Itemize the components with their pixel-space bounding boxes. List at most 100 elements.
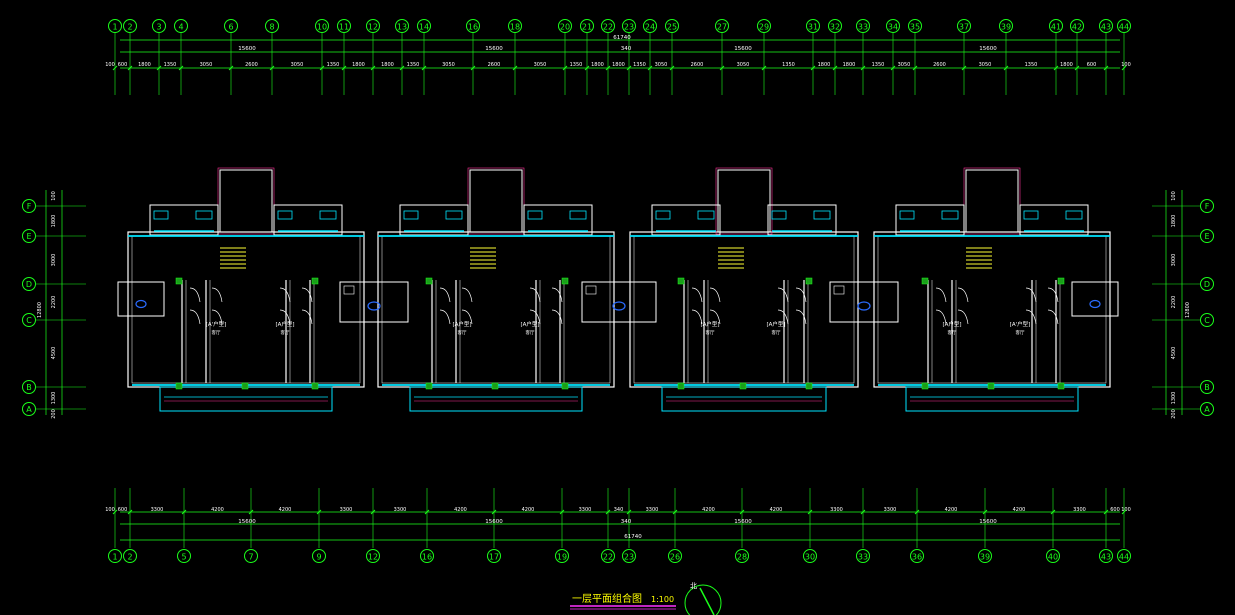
top-axis-label: 42 <box>1072 23 1082 32</box>
top-dim-text: 1350 <box>872 62 885 68</box>
top-axis-bubble <box>315 19 329 33</box>
kitchen-counter <box>1065 210 1083 220</box>
door-swing <box>957 287 969 303</box>
top-axis-bubble <box>665 19 679 33</box>
left-dim-text: 1800 <box>51 215 57 228</box>
room-sublabel: 客厅 <box>458 329 467 336</box>
door-swing <box>439 287 451 303</box>
kitchen-counter <box>941 210 959 220</box>
north-arrow-needle <box>699 587 715 615</box>
top-axis-bubble <box>886 19 900 33</box>
bottom-dim-tick <box>672 509 678 515</box>
stair-core <box>469 169 523 233</box>
top-dim-text: 3050 <box>655 62 668 68</box>
top-axis-bubble <box>224 19 238 33</box>
top-axis-label: 35 <box>910 23 920 32</box>
toilet-icon <box>857 301 871 311</box>
top-dim-tick <box>626 65 632 71</box>
bottom-dim-tick <box>424 509 430 515</box>
door-swing <box>279 309 291 325</box>
door-swing <box>189 309 201 325</box>
bottom-dim-text: 4200 <box>454 507 467 513</box>
top-axis-label: 13 <box>397 23 407 32</box>
kitchen-room <box>273 204 343 236</box>
top-axis-label: 39 <box>1001 23 1011 32</box>
unit-inner-wall <box>633 235 855 384</box>
bottom-dim-tick <box>491 509 497 515</box>
right-row-label: E <box>1204 232 1209 241</box>
top-axis-bubble <box>580 19 594 33</box>
column <box>739 382 747 390</box>
door-swing <box>1025 309 1037 325</box>
right-dim-text: 200 <box>1171 409 1177 419</box>
bottom-axis-label: 17 <box>489 553 499 562</box>
kitchen-counter <box>319 210 337 220</box>
right-dim-text: 1300 <box>1171 392 1177 405</box>
top-dim-text: 1800 <box>381 62 394 68</box>
room-type-label: [A'户型] <box>206 320 227 328</box>
door-swing <box>189 287 201 303</box>
top-axis-bubble <box>643 19 657 33</box>
top-dim-tick <box>370 65 376 71</box>
left-row-bubble <box>22 402 36 416</box>
bottom-dim-tick <box>739 509 745 515</box>
top-dim-text: 1800 <box>612 62 625 68</box>
right-dim-text: 100 <box>1171 191 1177 201</box>
top-axis-label: 31 <box>808 23 818 32</box>
bottom-axis-label: 44 <box>1119 553 1129 562</box>
bottom-dim-tick <box>982 509 988 515</box>
bottom-dim-text: 100 <box>105 507 115 513</box>
top-axis-bubble <box>806 19 820 33</box>
basin-icon <box>343 285 355 295</box>
toilet-icon <box>1089 299 1101 309</box>
kitchen-counter <box>813 210 831 220</box>
left-dim-text: 3000 <box>51 254 57 267</box>
bottom-axis-bubble <box>177 549 191 563</box>
toilet-icon <box>612 301 626 311</box>
drawing-scale: 1:100 <box>651 595 674 604</box>
kitchen-sink <box>655 210 671 220</box>
room-sublabel: 客厅 <box>948 329 957 336</box>
top-axis-label: 32 <box>830 23 840 32</box>
door-swing <box>777 309 789 325</box>
door-swing <box>279 287 291 303</box>
left-row-bubble <box>22 380 36 394</box>
bottom-dim-tick <box>181 509 187 515</box>
room-sublabel: 客厅 <box>212 329 221 336</box>
column <box>1057 277 1065 285</box>
top-axis-label: 34 <box>888 23 898 32</box>
top-axis-bubble <box>466 19 480 33</box>
balcony <box>159 386 333 412</box>
column <box>921 382 929 390</box>
right-dim-text: 2200 <box>1171 296 1177 309</box>
top-axis-bubble <box>366 19 380 33</box>
top-axis-bubble <box>174 19 188 33</box>
building-plan <box>117 167 1119 412</box>
top-dim-tick <box>912 65 918 71</box>
bottom-dim-text: 3300 <box>394 507 407 513</box>
bottom-dim-text: 4200 <box>770 507 783 513</box>
bottom-axis-label: 12 <box>368 553 378 562</box>
unit-outer-wall <box>127 231 365 388</box>
top-dim-tick <box>860 65 866 71</box>
top-axis-bubble <box>558 19 572 33</box>
left-row-bubble <box>22 277 36 291</box>
door-swing <box>439 309 451 325</box>
top-axis-label: 14 <box>419 23 429 32</box>
bottom-dim-text: 3300 <box>1073 507 1086 513</box>
column <box>561 277 569 285</box>
unit-inner-wall <box>131 235 361 384</box>
right-row-bubble <box>1200 380 1214 394</box>
top-axis-label: 11 <box>339 23 349 32</box>
column <box>805 382 813 390</box>
top-axis-label: 6 <box>228 23 233 32</box>
right-row-label: F <box>1205 202 1210 211</box>
door-swing <box>211 309 223 325</box>
top-axis-bubble <box>601 19 615 33</box>
top-dim-text: 3050 <box>534 62 547 68</box>
column <box>175 382 183 390</box>
top-dim-tick <box>178 65 184 71</box>
top-dim-tick <box>1003 65 1009 71</box>
top-dim-text: 3050 <box>442 62 455 68</box>
door-swing <box>957 309 969 325</box>
